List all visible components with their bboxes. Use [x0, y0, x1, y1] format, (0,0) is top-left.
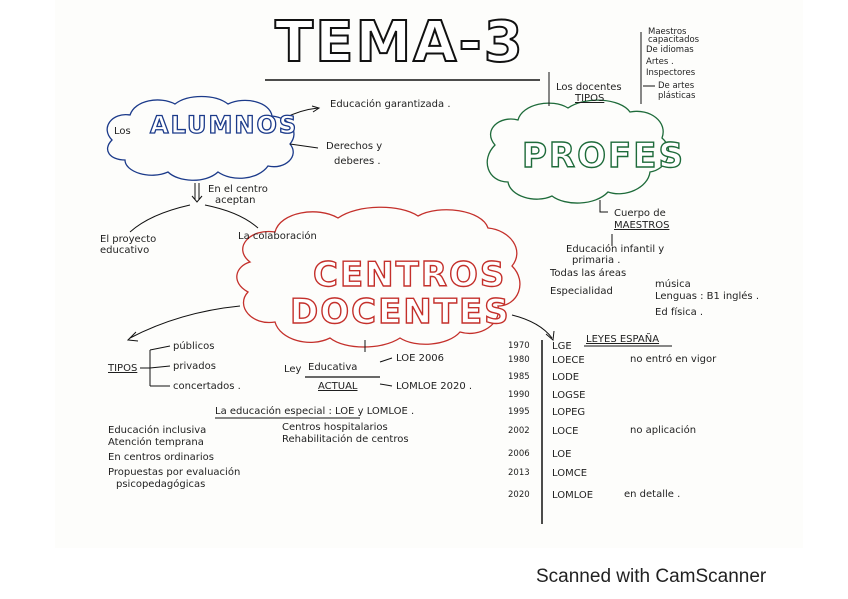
timeline-law: LOGSE [552, 390, 586, 401]
profes-cloud [486, 99, 670, 204]
profes-areas: Todas las áreas [550, 268, 627, 279]
centros-left-4: psicopedagógicas [116, 479, 206, 490]
timeline-note: no aplicación [630, 425, 697, 436]
timeline-year: 1980 [508, 355, 530, 365]
profes-musica: música [655, 279, 691, 290]
centros-lomloe: LOMLOE 2020 . [396, 381, 473, 392]
alumnos-proyecto-1: El proyecto [100, 234, 157, 245]
centros-title-2: DOCENTES [289, 291, 511, 332]
alumnos-derechos-1: Derechos y [326, 141, 383, 152]
profes-tipo-0: Maestros [648, 27, 687, 37]
scanned-sheet [55, 0, 803, 548]
centros-mid-1: Rehabilitación de centros [282, 434, 409, 445]
centros-mid-0: Centros hospitalarios [282, 422, 388, 433]
timeline-year: 1995 [508, 407, 530, 417]
timeline-law: LOCE [552, 426, 579, 437]
alumnos-title: ALUMNOS [149, 110, 299, 139]
centros-especial: La educación especial : LOE y LOMLOE . [215, 406, 415, 417]
alumnos-derechos-2: deberes . [334, 156, 381, 167]
alumnos-proyecto-2: educativo [100, 245, 150, 256]
timeline-year: 2013 [508, 468, 530, 478]
centros-cloud [236, 206, 521, 348]
timeline-year: 2020 [508, 490, 530, 500]
leyes-title: LEYES ESPAÑA [586, 334, 660, 345]
alumnos-centro-1: En el centro [208, 184, 268, 195]
centros-tipo-2: concertados . [173, 381, 241, 392]
profes-fisica: Ed física . [655, 307, 704, 318]
profes-tipo-3: Artes . [646, 57, 674, 67]
camscanner-watermark: Scanned with CamScanner [536, 566, 767, 587]
profes-especialidad: Especialidad [550, 286, 613, 297]
centros-left-0: Educación inclusiva [108, 425, 207, 436]
centros-left-1: Atención temprana [108, 437, 204, 448]
centros-ley-2: Educativa [308, 362, 358, 373]
centros-loe: LOE 2006 [396, 353, 445, 364]
profes-cuerpo-1: Cuerpo de [614, 208, 666, 219]
timeline-year: 2002 [508, 426, 530, 436]
profes-tipo-1: capacitados [648, 35, 700, 45]
profes-tipo-5: De artes [658, 81, 695, 91]
timeline-law: LOMCE [552, 468, 588, 479]
profes-tipo-2: De idiomas [646, 45, 694, 55]
centros-tipo-0: públicos [173, 341, 215, 352]
profes-title: PROFES [521, 135, 685, 176]
timeline-note: no entró en vigor [630, 354, 717, 365]
timeline-law: LOMLOE [552, 490, 594, 501]
timeline-year: 1970 [508, 341, 530, 351]
profes-docentes-1: Los docentes [556, 82, 622, 93]
alumnos-colaboracion: La colaboración [238, 231, 317, 242]
centros-left-3: Propuestas por evaluación [108, 467, 241, 478]
timeline-law: LOPEG [552, 407, 586, 418]
alumnos-centro-2: aceptan [215, 195, 256, 206]
page-title: TEMA-3 [274, 9, 525, 76]
timeline-law: LGE [552, 341, 572, 352]
profes-infantil-2: primaria . [572, 255, 621, 266]
timeline-law: LOECE [552, 355, 585, 366]
profes-infantil-1: Educación infantil y [566, 244, 665, 255]
centros-tipo-1: privados [173, 361, 216, 372]
profes-tipo-6: plásticas [658, 91, 696, 101]
centros-left-2: En centros ordinarios [108, 452, 215, 463]
profes-docentes-2: TIPOS [575, 93, 605, 104]
alumnos-prefix: Los [114, 126, 131, 137]
centros-tipos-label: TIPOS [108, 363, 138, 374]
timeline-note: en detalle . [624, 489, 681, 500]
timeline-law: LODE [552, 372, 580, 383]
centros-title-1: CENTROS [312, 254, 507, 295]
timeline-year: 1990 [508, 390, 530, 400]
timeline-law: LOE [552, 449, 572, 460]
centros-ley-1: Ley [284, 364, 302, 375]
profes-cuerpo-2: MAESTROS [614, 220, 670, 231]
profes-lenguas: Lenguas : B1 inglés . [655, 291, 759, 302]
profes-tipo-4: Inspectores [646, 68, 696, 78]
timeline-year: 2006 [508, 449, 530, 459]
alumnos-educacion: Educación garantizada . [330, 99, 451, 110]
centros-ley-3: ACTUAL [318, 381, 358, 392]
timeline-year: 1985 [508, 372, 530, 382]
